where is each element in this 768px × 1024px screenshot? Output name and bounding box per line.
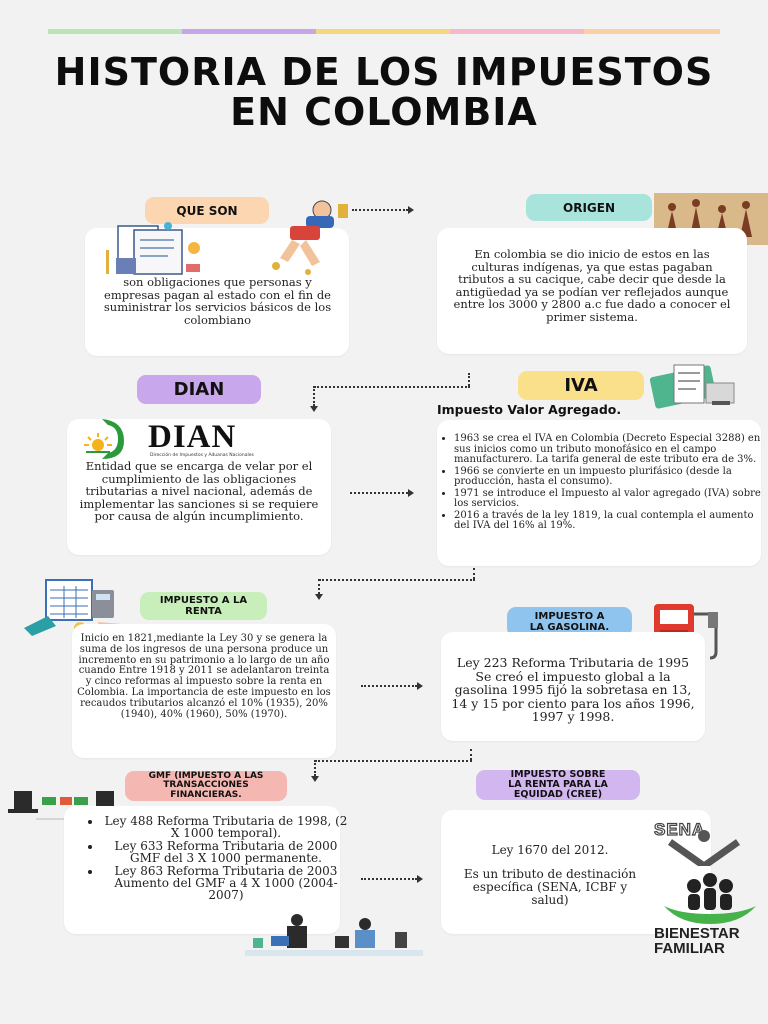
connector-arrowhead (408, 206, 414, 214)
cree-description-text: Es un tributo de destinación específica … (463, 867, 637, 907)
taxpayer-illustration (262, 196, 352, 280)
bienestar-line2: FAMILIAR (654, 940, 725, 957)
page-title-line2: EN COLOMBIA (230, 90, 538, 134)
page-title: HISTORIA DE LOS IMPUESTOS EN COLOMBIA (0, 52, 768, 132)
que-son-label: QUE SON (145, 197, 269, 224)
gmf-label-line1: GMF (IMPUESTO A LAS (148, 770, 264, 781)
connector-arrowhead (417, 875, 423, 883)
list-item: 2016 a través de la ley 1819, la cual co… (454, 510, 768, 532)
top-bar-segment (584, 29, 720, 34)
que-son-text: son obligaciones que personas y empresas… (103, 275, 332, 327)
connector-line (468, 373, 470, 386)
dian-logo: DIAN Dirección de Impuestos y Aduanas Na… (80, 417, 310, 463)
connector-line (315, 760, 472, 762)
renta-label-line2: RENTA (185, 606, 222, 617)
connector-arrowhead (315, 594, 323, 600)
renta-label-line1: IMPUESTO A LA (159, 595, 248, 606)
list-item: Ley 633 Reforma Tributaria de 2000 GMF d… (102, 840, 350, 864)
list-item: 1971 se introduce el Impuesto al valor a… (454, 488, 768, 510)
calculator-illustration (22, 576, 130, 642)
bienestar-familiar-logo: BIENESTAR FAMILIAR (654, 926, 740, 956)
gasolina-label-line1: IMPUESTO A (534, 611, 605, 622)
list-item: Ley 488 Reforma Tributaria de 1998, (2 X… (102, 815, 350, 839)
cree-label-line2: LA RENTA PARA LA (508, 779, 608, 790)
cree-label: IMPUESTO SOBRE LA RENTA PARA LA EQUIDAD … (476, 770, 640, 800)
connector-arrowhead (417, 682, 423, 690)
cree-label-line3: EQUIDAD (CREE) (513, 789, 603, 800)
gmf-label-line3: FINANCIERAS. (170, 789, 242, 800)
office-workers-illustration (245, 912, 423, 964)
bienestar-line1: BIENESTAR (654, 925, 740, 942)
connector-line (352, 209, 408, 211)
connector-line (314, 386, 470, 388)
gmf-list: Ley 488 Reforma Tributaria de 1998, (2 X… (88, 815, 350, 902)
connector-arrowhead (311, 776, 319, 782)
connector-arrowhead (408, 489, 414, 497)
gmf-card (64, 806, 340, 934)
origen-text: En colombia se dio inicio de estos en la… (453, 247, 731, 324)
cree-law-text: Ley 1670 del 2012. (491, 843, 609, 857)
dian-logo-subtitle: Dirección de Impuestos y Aduanas Naciona… (150, 453, 254, 458)
top-bar-segment (450, 29, 584, 34)
dian-label: DIAN (137, 375, 261, 404)
top-bar-segment (316, 29, 450, 34)
gmf-label: GMF (IMPUESTO A LAS TRANSACCIONES FINANC… (125, 771, 287, 801)
iva-card (437, 420, 761, 566)
renta-text: Inicio en 1821,mediante la Ley 30 y se g… (77, 633, 331, 720)
connector-line (361, 685, 417, 687)
gmf-label-line2: TRANSACCIONES (163, 780, 249, 791)
icbf-family-icon (660, 870, 760, 932)
connector-line (318, 579, 320, 594)
dian-sun-icon (84, 419, 124, 459)
iva-list: 1963 se crea el IVA en Colombia (Decreto… (440, 433, 768, 533)
connector-line (473, 568, 475, 579)
list-item: 1963 se crea el IVA en Colombia (Decreto… (454, 433, 768, 466)
connector-line (319, 579, 475, 581)
connector-line (313, 386, 315, 406)
iva-subtitle: Impuesto Valor Agregado. (437, 402, 622, 417)
origen-label: ORIGEN (526, 194, 652, 221)
dian-logo-text: DIAN (148, 419, 237, 455)
page-title-line1: HISTORIA DE LOS IMPUESTOS (54, 50, 714, 94)
dian-card (67, 419, 331, 555)
origen-card (437, 228, 747, 354)
connector-line (350, 492, 408, 494)
top-bar-segment (182, 29, 316, 34)
renta-card (72, 624, 336, 758)
sena-logo: SENA (653, 819, 754, 866)
sena-figure-icon (667, 830, 741, 866)
cree-label-line1: IMPUESTO SOBRE (510, 769, 606, 780)
list-item: 1966 se convierte en un impuesto plurifá… (454, 466, 768, 488)
connector-line (470, 749, 472, 760)
receipt-illustration (646, 361, 740, 417)
renta-label: IMPUESTO A LA RENTA (140, 592, 267, 620)
gasolina-card (441, 632, 705, 741)
connector-line (361, 878, 417, 880)
connector-arrowhead (310, 406, 318, 412)
gasolina-label-line2: LA GASOLINA. (529, 622, 610, 633)
cree-card (441, 810, 711, 934)
list-item: Ley 863 Reforma Tributaria de 2003 Aumen… (102, 865, 350, 901)
connector-line (314, 760, 316, 776)
iva-label: IVA (518, 371, 644, 400)
gasolina-text: Ley 223 Reforma Tributaria de 1995 Se cr… (451, 655, 695, 724)
dian-text: Entidad que se encarga de velar por el c… (79, 459, 319, 523)
top-bar-segment (48, 29, 182, 34)
sena-logo-text: SENA (653, 819, 706, 839)
documents-illustration (102, 220, 222, 282)
